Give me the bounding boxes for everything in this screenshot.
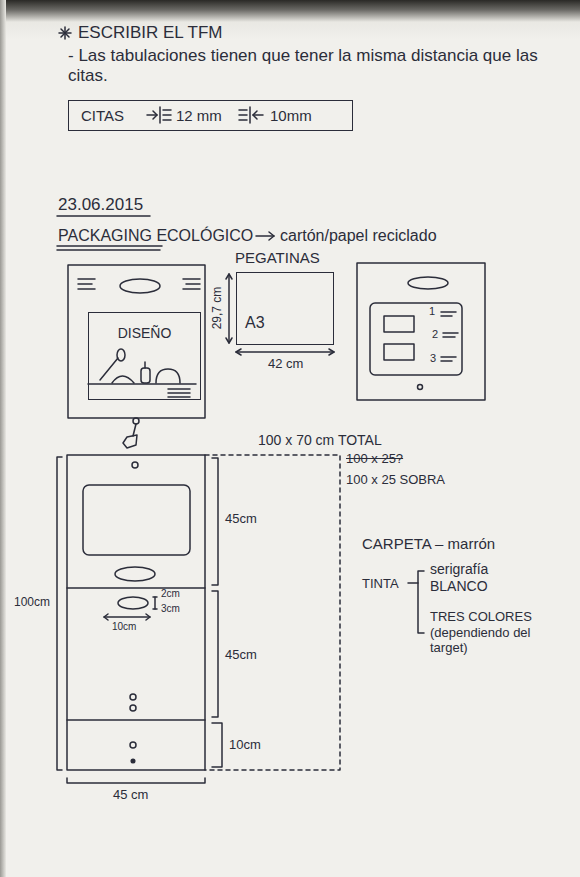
heading: PACKAGING ECOLÓGICO xyxy=(58,226,253,245)
sticker-sheet: PEGATINASA3 xyxy=(236,272,334,345)
underline xyxy=(57,215,150,217)
bag-back-sketch xyxy=(357,263,485,400)
struck-note: 100 x 25? xyxy=(346,451,403,467)
note: CARPETA – marrón xyxy=(362,535,495,553)
dimension: 100 x 25 SOBRA xyxy=(346,472,445,488)
bracket xyxy=(408,571,424,633)
node-text: 10mm xyxy=(270,107,312,125)
dimension: 100 x 70 cm TOTAL xyxy=(258,432,382,449)
dimension: 29,7 cm xyxy=(210,287,224,330)
underline xyxy=(57,249,160,251)
dimension: 2cm xyxy=(161,588,180,600)
note: serigrafía BLANCO xyxy=(430,561,520,595)
heading: ESCRIBIR EL TFM xyxy=(78,23,223,43)
list-number: 2 xyxy=(432,328,438,341)
note: TINTA xyxy=(362,576,399,592)
list-number: 1 xyxy=(429,305,435,318)
dimension: 45cm xyxy=(225,647,257,663)
quote-box: CITAS 12 mm 10mm xyxy=(68,100,353,131)
node-text: 12 mm xyxy=(176,107,222,125)
dimension: 3cm xyxy=(161,603,180,615)
dimension: 45 cm xyxy=(113,787,148,803)
underline xyxy=(57,245,162,247)
dimension: 10cm xyxy=(229,737,261,753)
dimension: 10cm xyxy=(112,621,136,633)
arrow xyxy=(256,232,274,240)
list-number: 3 xyxy=(430,352,436,365)
note: cartón/papel reciclado xyxy=(280,226,437,245)
node-label: DISEÑO xyxy=(89,325,200,342)
node-label: PEGATINAS xyxy=(235,249,320,267)
page-edge xyxy=(0,0,6,877)
note: - Las tabulaciones tienen que tener la m… xyxy=(68,46,573,87)
dimension: 100cm xyxy=(14,595,50,609)
note: TRES COLORES (dependiendo del target) xyxy=(430,609,550,656)
dieline xyxy=(57,455,340,783)
dimension: 42 cm xyxy=(268,356,303,372)
dimension-arrows xyxy=(226,274,334,355)
bag-sketch xyxy=(68,265,205,448)
node-text: A3 xyxy=(245,313,265,332)
dimension: 45cm xyxy=(225,511,257,527)
design-window: DISEÑO xyxy=(88,312,201,400)
date: 23.06.2015 xyxy=(58,195,143,215)
node-label: CITAS xyxy=(81,107,124,125)
star-mark xyxy=(59,27,71,39)
